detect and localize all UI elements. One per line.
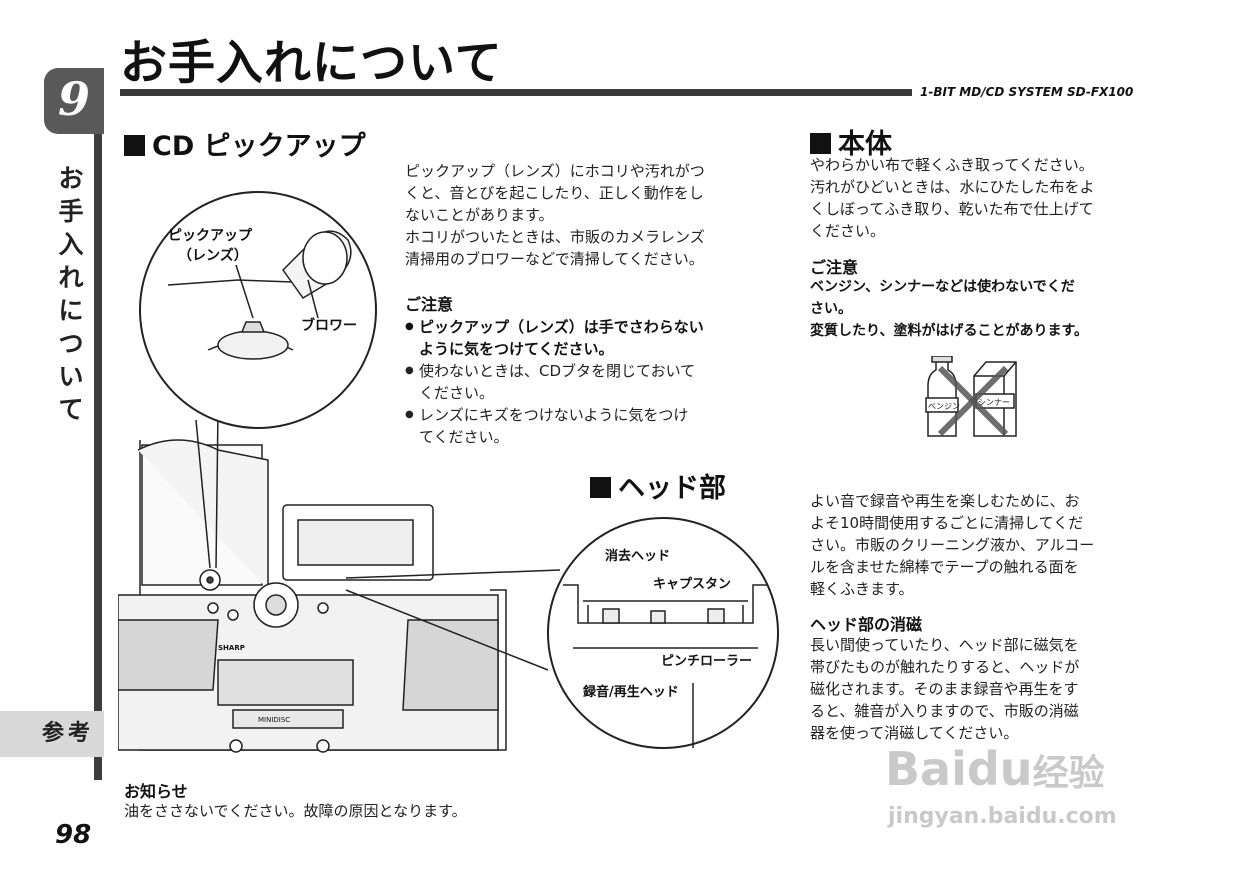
body-caution-title: ご注意 bbox=[810, 258, 859, 277]
body-caution-text: ベンジン、シンナーなどは使わないでくだ さい。 変質したり、塗料がはげることがあ… bbox=[810, 279, 1089, 339]
label-pickup-lens: （レンズ） bbox=[178, 247, 248, 264]
notice-title: お知らせ bbox=[124, 782, 188, 801]
thinner-label: シンナー bbox=[978, 398, 1010, 407]
body-heading: 本体 bbox=[810, 122, 892, 161]
body-text: やわらかい布で軽くふき取ってください。 汚れがひどいときは、水にひたした布をよ … bbox=[810, 156, 1095, 240]
watermark-logo: Baidu经验 bbox=[885, 742, 1105, 796]
model-name: 1-BIT MD/CD SYSTEM SD-FX100 bbox=[920, 85, 1134, 99]
pickup-detail bbox=[167, 230, 352, 360]
watermark-url: jingyan.baidu.com bbox=[888, 804, 1117, 829]
reference-tab bbox=[0, 711, 104, 757]
chapter-side-title: お手入れについて bbox=[58, 164, 84, 424]
label-blower: ブロワー bbox=[301, 317, 357, 334]
heading-square-icon bbox=[590, 477, 611, 498]
head-magnifier: 消去ヘッド キャプスタン ピンチローラー 録音/再生ヘッド bbox=[547, 517, 779, 749]
title-rule bbox=[120, 89, 912, 96]
head-heading: ヘッド部 bbox=[590, 466, 726, 505]
page-title: お手入れについて bbox=[120, 36, 503, 91]
cd-pickup-heading: CD ピックアップ bbox=[124, 124, 366, 163]
cd-pickup-body: ピックアップ（レンズ）にホコリや汚れがつ くと、音とびを起こしたり、正しく動作を… bbox=[405, 162, 705, 268]
label-pinch-roller: ピンチローラー bbox=[661, 654, 752, 669]
stereo-illustration: SHARP MINIDISC ピックアップ （レンズ） ブロワー bbox=[118, 191, 561, 753]
label-capstan: キャプスタン bbox=[653, 577, 731, 592]
label-erase-head: 消去ヘッド bbox=[605, 548, 670, 564]
demag-title: ヘッド部の消磁 bbox=[810, 615, 923, 634]
heading-square-icon bbox=[124, 135, 145, 156]
brand-logo: SHARP bbox=[218, 644, 245, 652]
page-number: 98 bbox=[55, 820, 92, 850]
heading-square-icon bbox=[810, 133, 831, 154]
notice-body: 油をささないでください。故障の原因となります。 bbox=[124, 802, 467, 820]
reference-label: 参考 bbox=[42, 721, 95, 746]
chapter-number: 9 bbox=[57, 72, 90, 126]
no-solvents-icon: ベンジン シンナー bbox=[925, 356, 1017, 437]
cd-caution-title: ご注意 bbox=[405, 295, 454, 314]
stereo-body bbox=[118, 439, 507, 753]
label-rec-head: 録音/再生ヘッド bbox=[583, 684, 679, 700]
demag-body-text: 長い間使っていたり、ヘッド部に磁気を 帯びたものが触れたりすると、ヘッドが 磁化… bbox=[810, 636, 1080, 742]
benzine-label: ベンジン bbox=[928, 402, 960, 411]
head-body-text: よい音で録音や再生を楽しむために、お よそ10時間使用するごとに清掃してくだ さ… bbox=[810, 492, 1095, 598]
minidisc-label: MINIDISC bbox=[258, 716, 290, 724]
label-pickup: ピックアップ bbox=[168, 228, 253, 244]
chapter-side-bar bbox=[94, 100, 102, 780]
chapter-tab bbox=[44, 68, 104, 134]
